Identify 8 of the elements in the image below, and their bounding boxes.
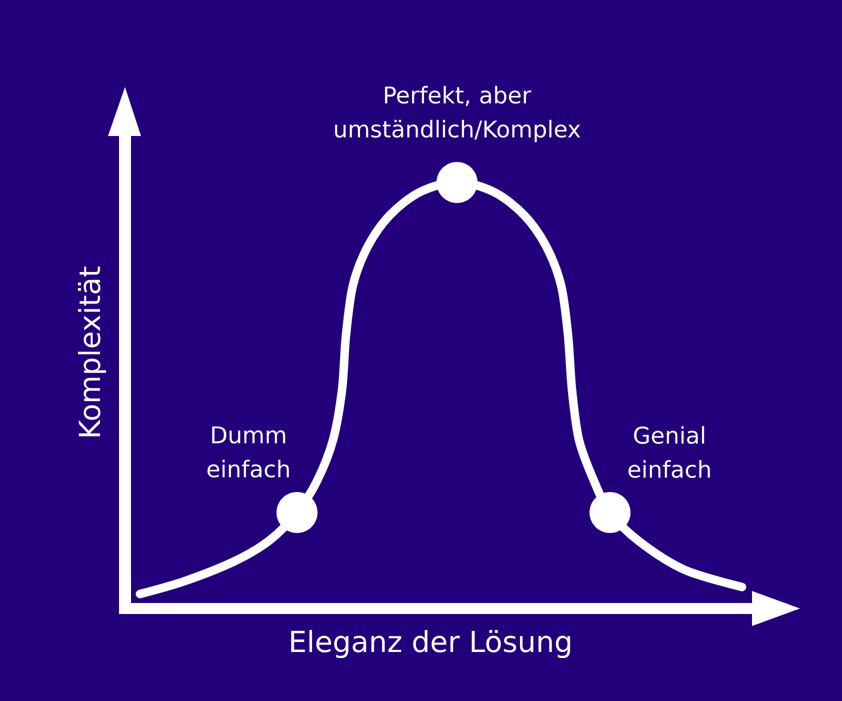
point-label: Genial einfach (628, 426, 710, 478)
curve-point (590, 492, 630, 533)
point-label: Dumm einfach (208, 426, 289, 478)
axis-title: Eleganz der Lösung (291, 630, 570, 658)
point-label: Perfekt, aber umständlich/Komplex (335, 86, 580, 142)
curve-point (276, 492, 318, 533)
curve-point (436, 162, 478, 203)
axis-title: Komplexität (78, 266, 106, 436)
